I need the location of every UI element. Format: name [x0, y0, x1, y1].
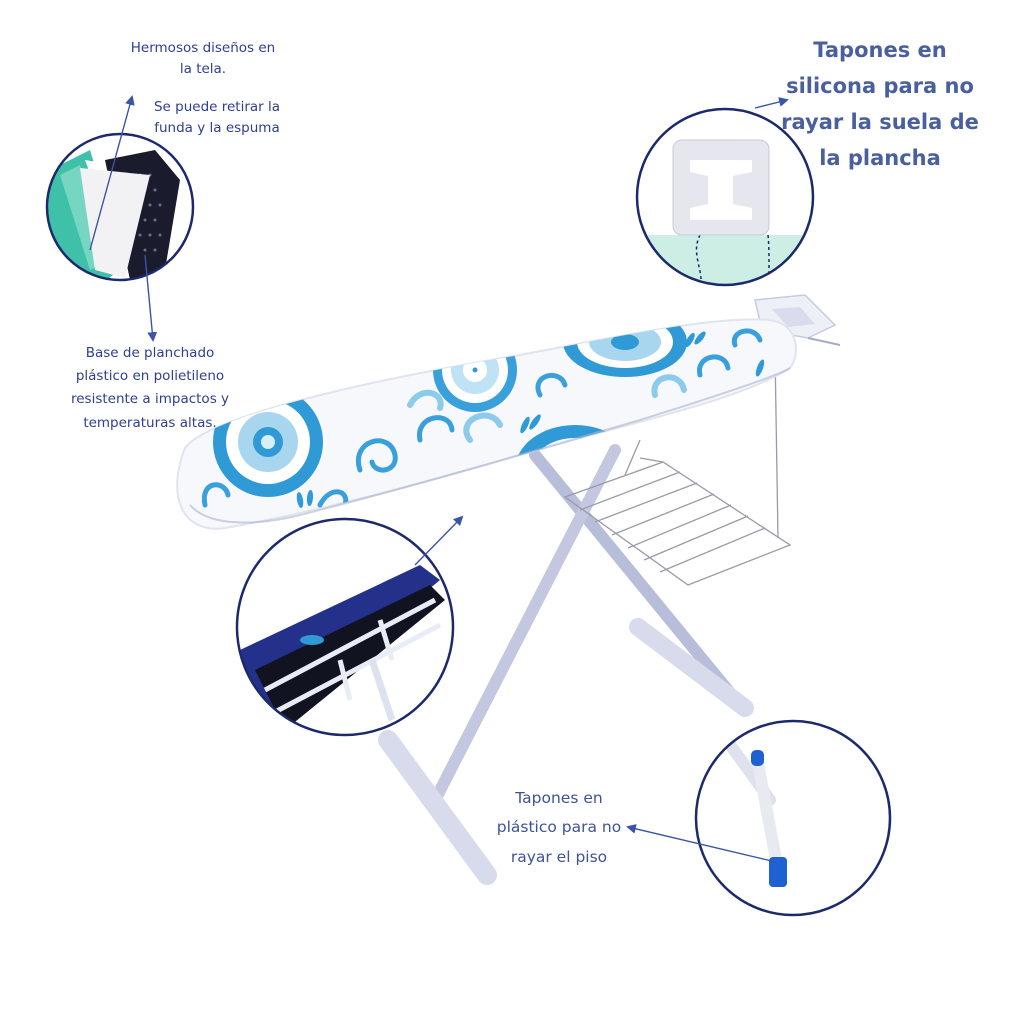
callout-line: Base de planchado: [85, 345, 215, 361]
detail-circle-cover-foam: [45, 132, 195, 282]
callout-fabric-designs: Hermosos diseños en la tela.: [118, 38, 288, 80]
detail-circle-iron-rest: [635, 107, 815, 287]
callout-line: rayar la suela de: [781, 110, 979, 135]
callout-line: Tapones en: [813, 38, 947, 62]
callout-line: Se puede retirar la: [153, 99, 281, 115]
detail-circle-plastic-base: [235, 517, 455, 737]
clothes-drying-rack: [563, 351, 792, 586]
callout-line: rayar el piso: [510, 847, 608, 866]
callout-line: la tela.: [179, 60, 227, 77]
callout-floor-caps: Tapones en plástico para no rayar el pis…: [484, 784, 634, 872]
callout-line: resistente a impactos y: [70, 391, 230, 408]
flower-pattern: [213, 387, 323, 497]
callout-line: Hermosos diseños en: [130, 40, 276, 56]
callout-arrows: [89, 95, 789, 863]
callout-line: plástico para no: [496, 818, 622, 837]
callout-iron-rest-caps: Tapones en silicona para no rayar la sue…: [770, 32, 990, 176]
callout-line: temperaturas altas.: [83, 414, 217, 431]
callout-removable-cover: Se puede retirar la funda y la espuma: [132, 97, 302, 139]
callout-line: la plancha: [819, 146, 941, 171]
callout-line: plástico en polietileno: [75, 368, 225, 385]
detail-circle-leg-caps: [694, 719, 892, 917]
callout-line: silicona para no: [786, 74, 974, 99]
ironing-board: [176, 318, 797, 530]
callout-line: Tapones en: [515, 789, 603, 807]
callout-line: funda y la espuma: [154, 119, 280, 136]
callout-plastic-base: Base de planchado plástico en polietilen…: [55, 342, 245, 435]
